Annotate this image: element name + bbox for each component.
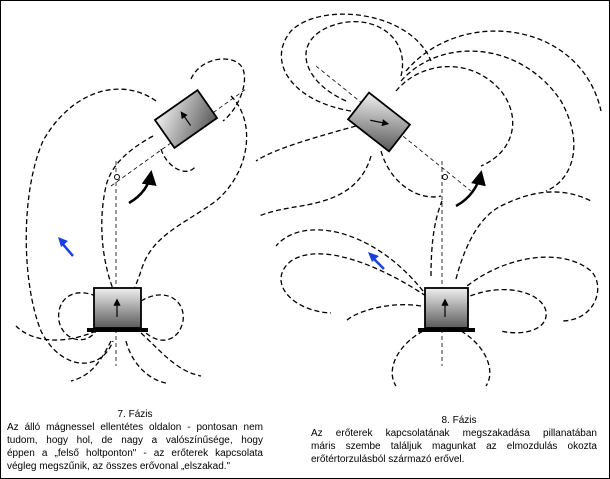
phase8-diagram <box>255 13 602 387</box>
phase8-line: máris szembe találjuk magunkat az elmozd… <box>311 441 597 452</box>
phase7-diagram <box>15 58 248 384</box>
rotating-magnet-icon <box>346 91 412 153</box>
phase8-title: 8. Fázis <box>441 415 477 426</box>
rotating-magnet-icon <box>153 88 219 150</box>
phase8-line: erőtértorzulásból származó erővel. <box>311 454 465 465</box>
fixed-magnet-icon <box>87 287 148 332</box>
phase7-caption: 7. Fázis Az álló mágnessel ellentétes ol… <box>7 408 263 473</box>
motion-arrow-icon <box>368 252 385 270</box>
fixed-magnet-icon <box>418 287 475 332</box>
rotation-arrow-icon <box>455 170 486 208</box>
phase7-field-lines <box>15 58 248 384</box>
phase7-title: 7. Fázis <box>117 409 153 420</box>
phase7-line: tudom, hogy hol, de nagy a valószínűsége… <box>7 435 263 446</box>
phase7-line: végleg megszűnik, az összes erővonal „el… <box>7 461 231 472</box>
phase8-line: Az erőterek kapcsolatának megszakadása p… <box>311 428 597 439</box>
rotation-arrow-icon <box>128 170 157 205</box>
phase7-pivot <box>114 174 120 180</box>
phase8-pivot <box>442 174 448 180</box>
motion-arrow-icon <box>58 237 74 257</box>
phase8-field-lines <box>255 13 602 387</box>
phase8-caption: 8. Fázis Az erőterek kapcsolatának megsz… <box>311 414 597 466</box>
phase7-line: Az álló mágnessel ellentétes oldalon - p… <box>7 422 263 433</box>
phase7-line: éppen a „felső holtponton" - az erőterek… <box>7 448 263 459</box>
